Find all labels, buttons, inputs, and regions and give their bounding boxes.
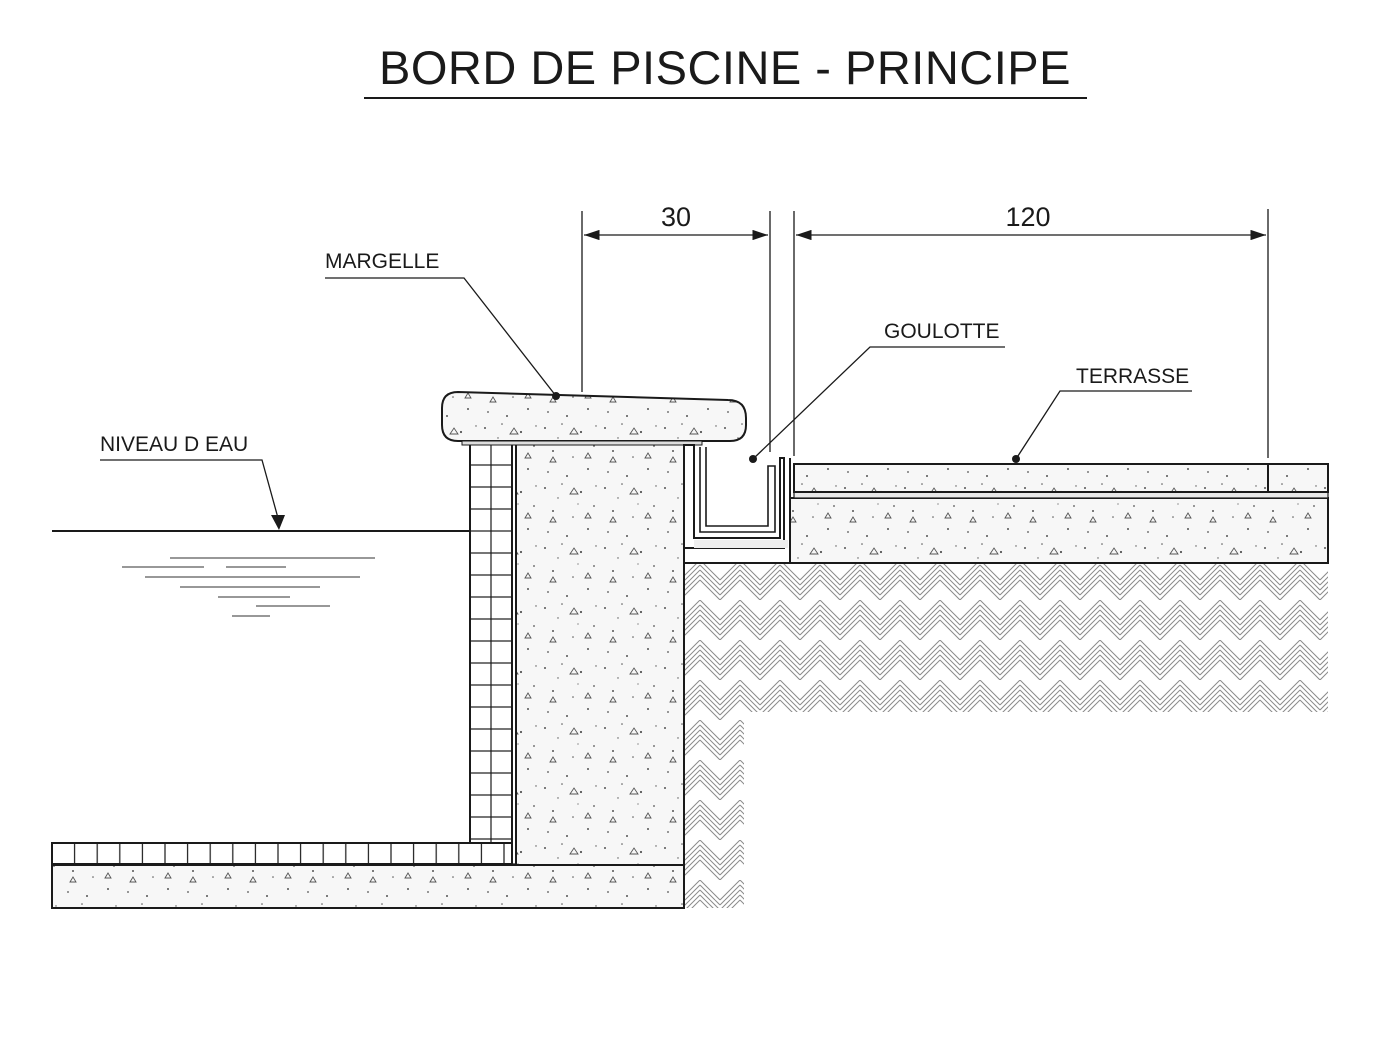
leader-dot-goulotte [749, 455, 757, 463]
leader-goulotte [752, 346, 1005, 460]
label-terrasse: TERRASSE [1076, 365, 1189, 388]
label-margelle: MARGELLE [325, 250, 439, 273]
gutter-bedding [694, 540, 788, 548]
leader-margelle [325, 277, 557, 397]
terrace-slab [789, 497, 1329, 564]
dim-120-value: 120 [1005, 202, 1050, 232]
label-niveau-eau: NIVEAU D EAU [100, 433, 248, 456]
gutter-liner [699, 447, 776, 533]
leader-dot-terrasse [1012, 455, 1020, 463]
label-goulotte: GOULOTTE [884, 320, 1000, 343]
ground-soil [684, 563, 1328, 908]
water-level-arrow [271, 515, 285, 530]
coping-stone [441, 390, 747, 442]
water-waves [122, 557, 375, 617]
dim-30-value: 30 [661, 202, 691, 232]
coping-bedding [461, 440, 703, 446]
terrace-paving [793, 463, 1329, 493]
floor-tiles [51, 842, 513, 865]
leader-terrasse [1015, 390, 1192, 460]
leader-dot-margelle [552, 392, 560, 400]
pool-wall [515, 442, 685, 866]
wall-tiles [469, 442, 513, 844]
leader-niveau-eau [100, 459, 279, 519]
page-title: BORD DE PISCINE - PRINCIPE [379, 41, 1071, 94]
pool-floor-slab [51, 864, 685, 909]
